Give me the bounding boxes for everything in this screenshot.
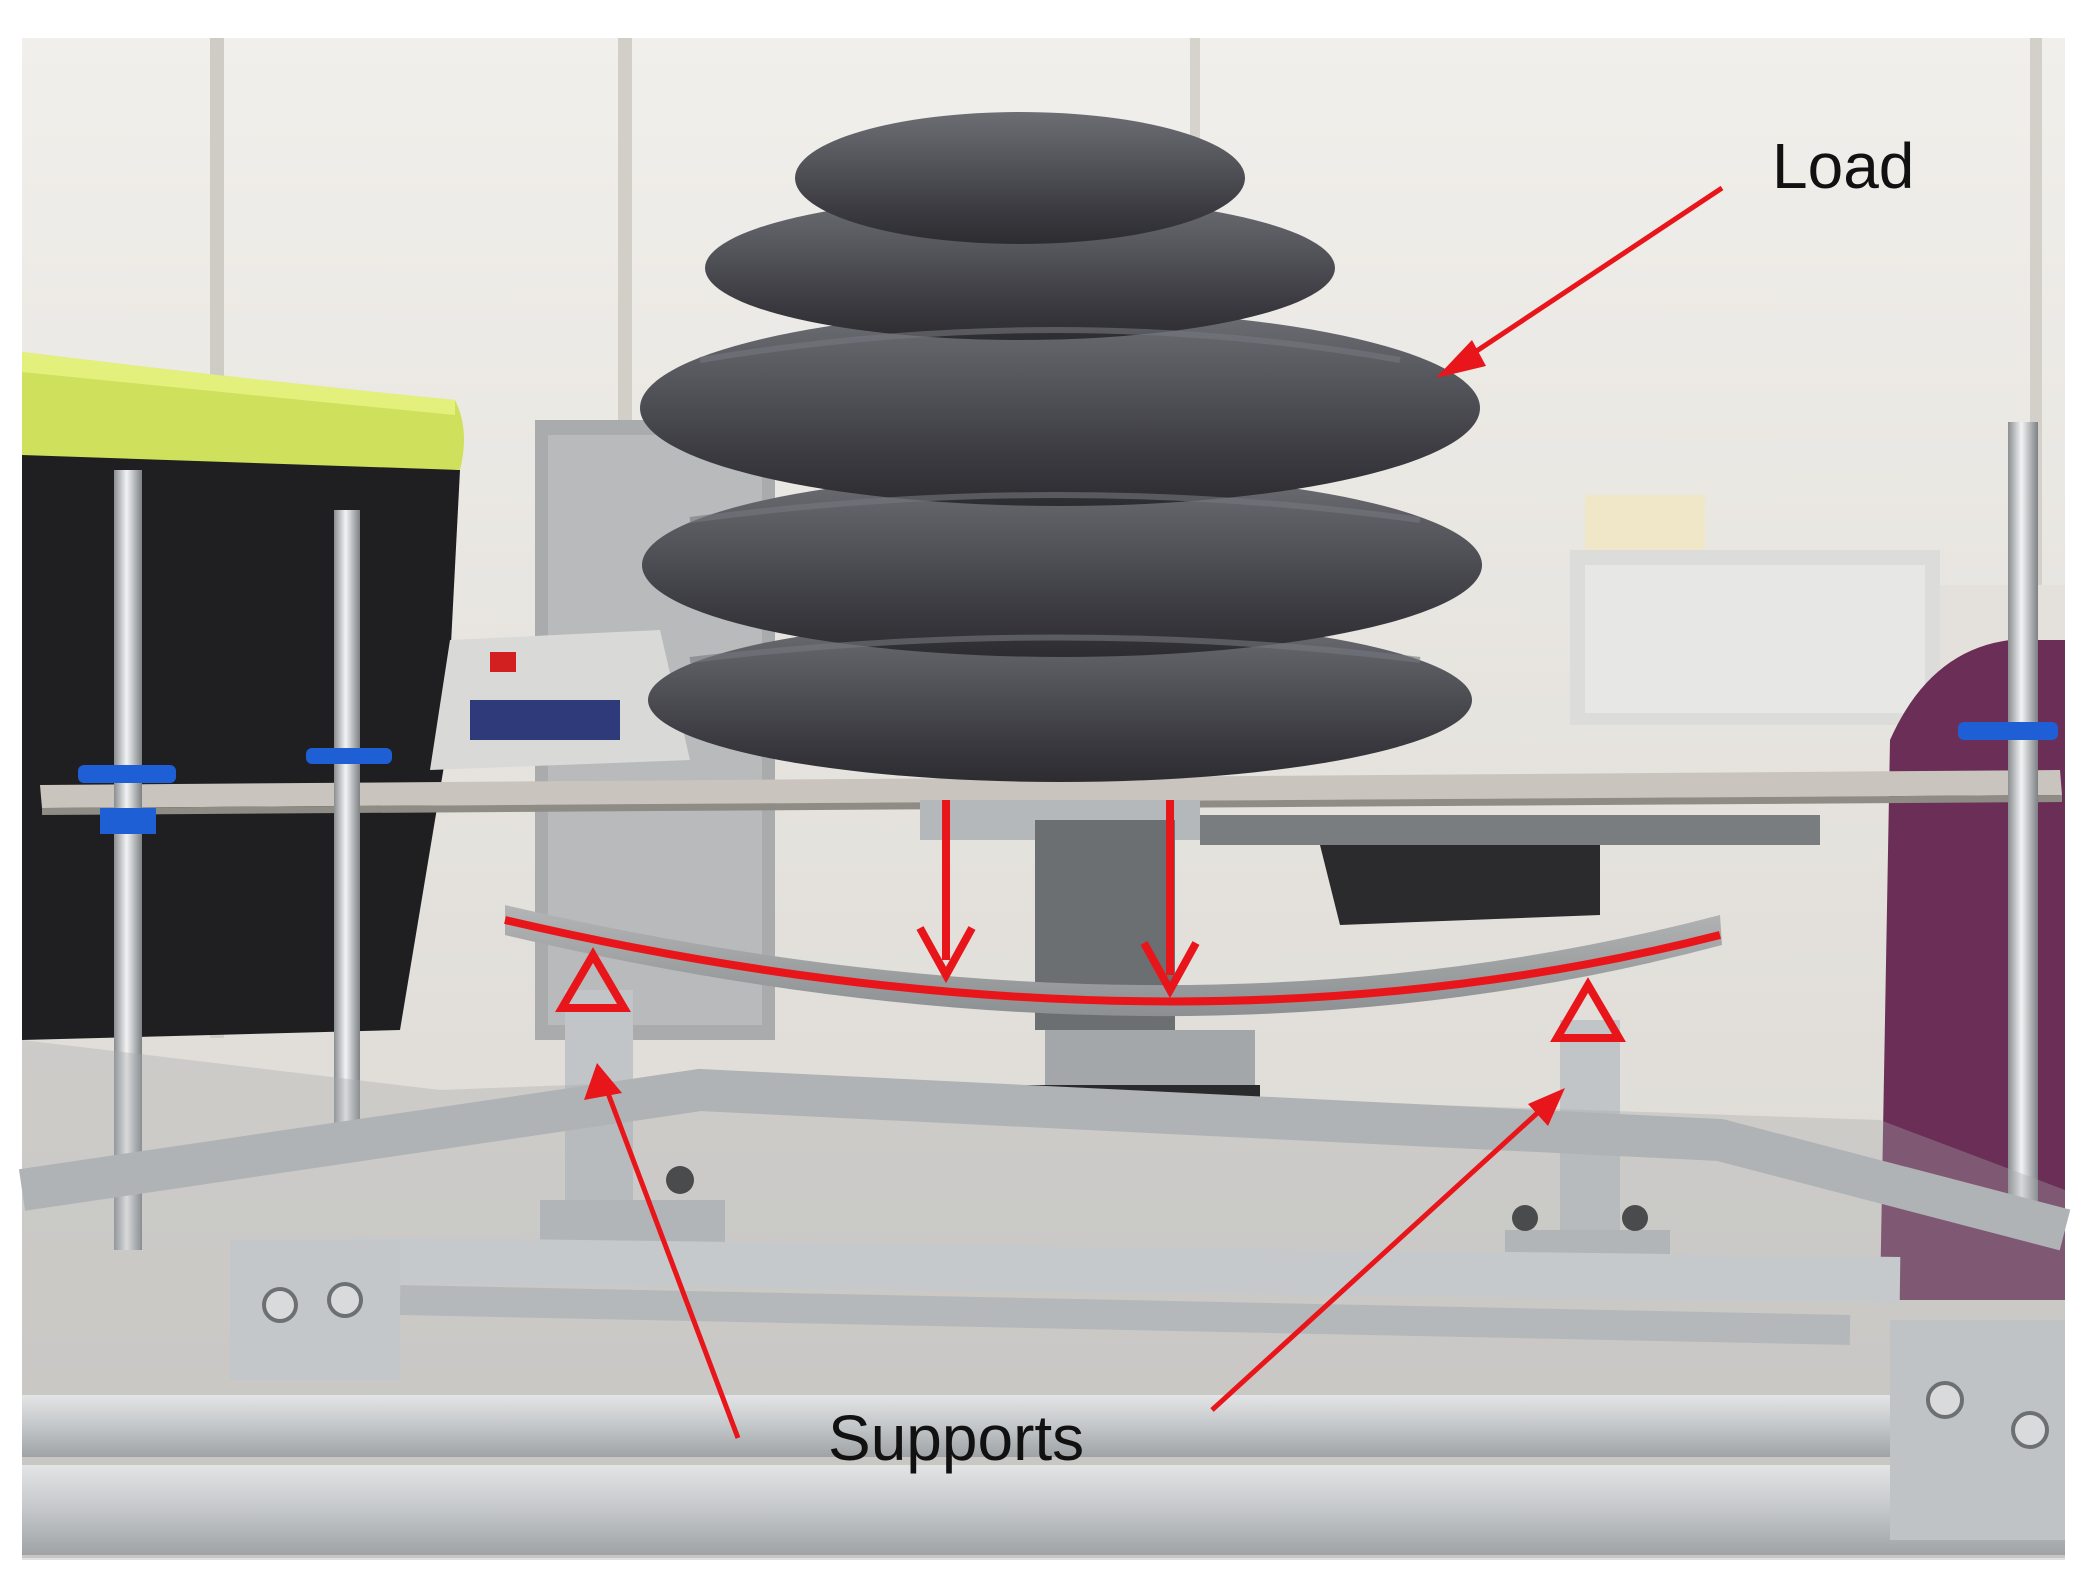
load-pointer-arrow bbox=[1436, 185, 1724, 378]
supports-pointer-arrow-left bbox=[584, 1063, 741, 1439]
black-cushion-box bbox=[22, 352, 464, 1040]
aluminium-frame bbox=[18, 1040, 2071, 1560]
guide-rod-left-front bbox=[78, 470, 176, 1250]
loading-mechanism bbox=[920, 800, 1820, 1115]
weight-plate-2 bbox=[705, 196, 1335, 340]
support-triangle-right bbox=[1550, 977, 1626, 1042]
weight-plate-3 bbox=[640, 310, 1480, 506]
deflection-curve-annotation bbox=[504, 916, 1721, 1006]
support-triangle-left bbox=[555, 947, 631, 1012]
load-arrow-left bbox=[916, 800, 976, 984]
control-box bbox=[430, 630, 690, 770]
weight-plate-5 bbox=[648, 618, 1472, 782]
weight-plate-stack bbox=[640, 112, 1482, 782]
load-arrow-right bbox=[1140, 800, 1200, 999]
supports-pointer-arrow-right bbox=[1210, 1088, 1565, 1412]
supports-label: Supports bbox=[828, 1402, 1084, 1474]
guide-rod-right bbox=[1958, 422, 2058, 1222]
weight-plate-1 bbox=[795, 112, 1245, 244]
load-label: Load bbox=[1772, 130, 1914, 202]
weight-plate-4 bbox=[642, 473, 1482, 657]
guide-rod-left-back bbox=[306, 510, 392, 1150]
